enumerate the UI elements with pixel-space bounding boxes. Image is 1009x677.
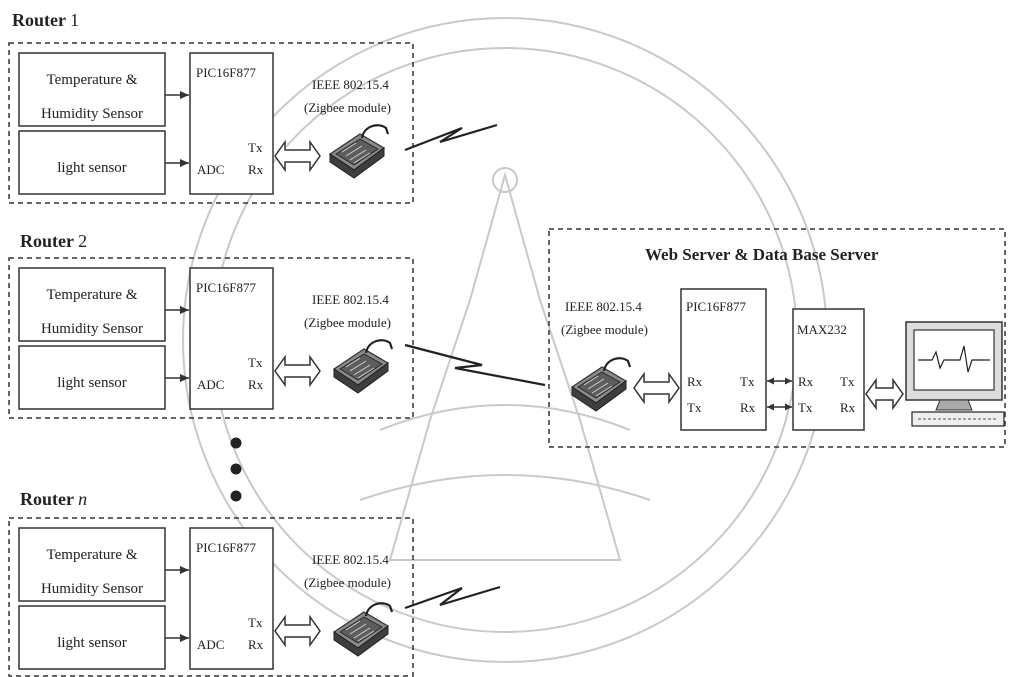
light-sensor-label: light sensor	[57, 635, 127, 651]
router-title: Router n	[20, 489, 87, 509]
radio-label: IEEE 802.15.4	[312, 77, 389, 92]
rx-label: Rx	[840, 400, 856, 415]
radio-label: (Zigbee module)	[304, 100, 391, 115]
mcu-label: PIC16F877	[196, 540, 256, 555]
rx-label: Rx	[798, 374, 814, 389]
sensor-label: Temperature &	[47, 287, 138, 303]
zigbee-module-icon	[572, 358, 630, 411]
adc-label: ADC	[197, 162, 224, 177]
max232-label: MAX232	[797, 322, 847, 337]
radio-label: (Zigbee module)	[561, 322, 648, 337]
sensor-label: Humidity Sensor	[41, 106, 143, 122]
adc-label: ADC	[197, 377, 224, 392]
router-title: Router 2	[20, 231, 87, 251]
router-n: Router n Temperature & Humidity Sensor l…	[9, 489, 500, 676]
serial-link-arrow	[634, 374, 679, 402]
light-sensor-label: light sensor	[57, 375, 127, 391]
router-2: Router 2 Temperature & Humidity Sensor l…	[9, 231, 545, 418]
tx-label: Tx	[687, 400, 702, 415]
radio-label: IEEE 802.15.4	[312, 552, 389, 567]
serial-link-arrow	[866, 380, 903, 408]
tx-label: Tx	[248, 615, 263, 630]
radio-label: IEEE 802.15.4	[565, 299, 642, 314]
mcu-label: PIC16F877	[686, 299, 746, 314]
computer-monitor-icon	[906, 322, 1004, 426]
rx-label: Rx	[687, 374, 703, 389]
sensor-label: Humidity Sensor	[41, 321, 143, 337]
adc-label: ADC	[197, 637, 224, 652]
serial-link-arrow	[275, 142, 320, 170]
tx-label: Tx	[798, 400, 813, 415]
rx-label: Rx	[248, 162, 264, 177]
mcu-label: PIC16F877	[196, 280, 256, 295]
ellipsis-dots	[231, 438, 242, 502]
tx-label: Tx	[248, 355, 263, 370]
server-title: Web Server & Data Base Server	[645, 245, 879, 264]
sensor-label: Temperature &	[47, 547, 138, 563]
rx-label: Rx	[248, 637, 264, 652]
serial-link-arrow	[275, 357, 320, 385]
router-title: Router 1	[12, 10, 79, 30]
rx-label: Rx	[248, 377, 264, 392]
zigbee-module-icon	[334, 340, 392, 393]
rx-label: Rx	[740, 400, 756, 415]
radio-label: IEEE 802.15.4	[312, 292, 389, 307]
sensor-label: Temperature &	[47, 72, 138, 88]
wireless-link-icon	[405, 587, 500, 608]
radio-label: (Zigbee module)	[304, 575, 391, 590]
router-1: Router 1 Temperature & Humidity Sensor l…	[9, 10, 497, 203]
tx-label: Tx	[740, 374, 755, 389]
zigbee-module-icon	[330, 125, 388, 178]
zigbee-module-icon	[334, 603, 392, 656]
tx-label: Tx	[840, 374, 855, 389]
wireless-link-icon	[405, 345, 545, 385]
sensor-label: Humidity Sensor	[41, 581, 143, 597]
light-sensor-label: light sensor	[57, 160, 127, 176]
tx-label: Tx	[248, 140, 263, 155]
radio-label: (Zigbee module)	[304, 315, 391, 330]
wireless-link-icon	[405, 125, 497, 150]
mcu-label: PIC16F877	[196, 65, 256, 80]
serial-link-arrow	[275, 617, 320, 645]
web-database-server: Web Server & Data Base Server IEEE 802.1…	[549, 229, 1005, 447]
